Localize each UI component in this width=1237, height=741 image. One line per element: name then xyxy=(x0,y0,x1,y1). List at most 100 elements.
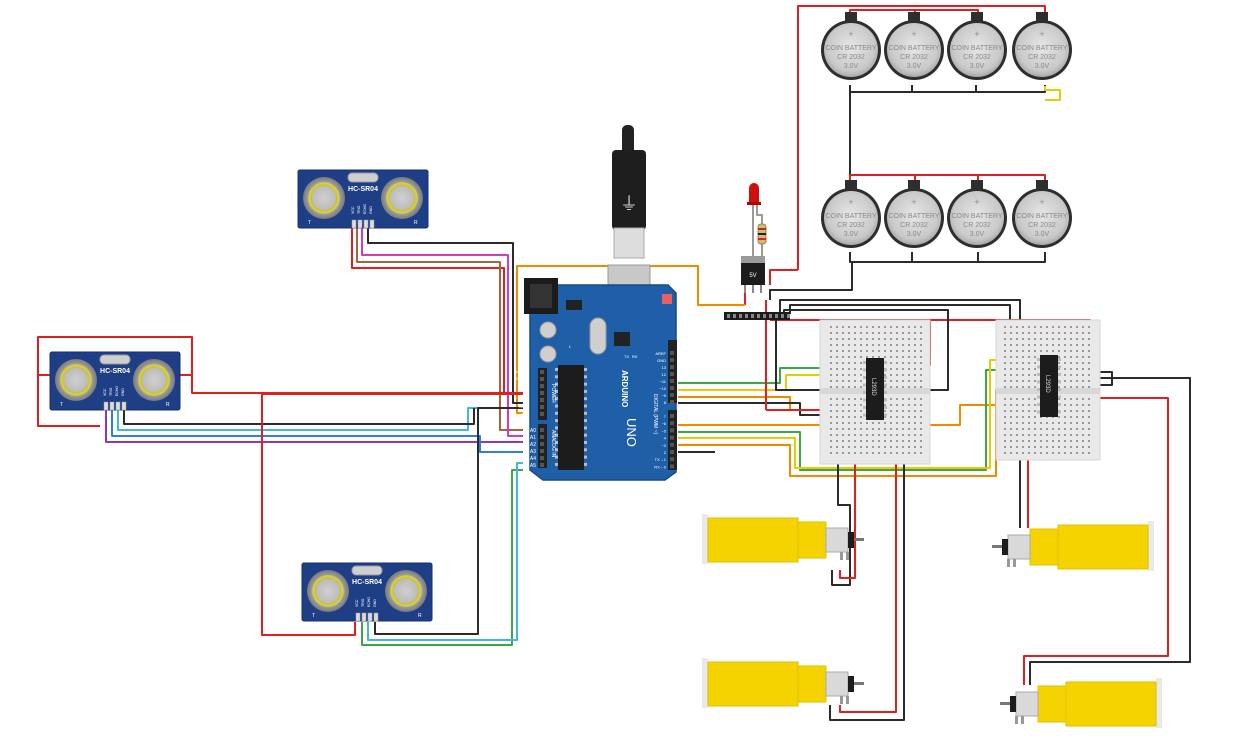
pin-header-strip[interactable] xyxy=(724,312,790,320)
power-pin-label: 3.3V xyxy=(520,383,529,388)
resistor[interactable] xyxy=(757,223,767,245)
dc-motor-4[interactable] xyxy=(1000,678,1162,728)
dc-motor-2[interactable] xyxy=(702,658,864,708)
voltage-regulator[interactable]: 5V xyxy=(741,256,765,293)
digital-pin-label: 7 xyxy=(664,414,667,419)
dc-motor-1[interactable] xyxy=(702,514,864,564)
breadboard-1[interactable] xyxy=(819,319,931,465)
wire-top-sensor-trig[interactable] xyxy=(356,228,523,431)
wire-left-sensor-trig[interactable] xyxy=(105,410,523,443)
wire-left-sensor-gnd[interactable] xyxy=(117,407,523,431)
digital-pin-label: ~10 xyxy=(659,386,667,391)
wire-bottom-sensor-gnd[interactable] xyxy=(374,407,523,635)
digital-pin-label: 13 xyxy=(662,365,667,370)
sensor-pin-label: GND xyxy=(369,206,373,214)
arduino-model: UNO xyxy=(624,418,639,447)
wire-battery-series-bottom[interactable] xyxy=(849,85,1046,93)
wire-bottom-sensor-vcc[interactable] xyxy=(261,393,523,636)
sensor-pin-label: ECHO xyxy=(363,204,367,214)
motor-driver-1[interactable]: L293D xyxy=(863,358,887,420)
dc-motor-3[interactable] xyxy=(992,521,1154,571)
wire-left-sensor-vcc-top[interactable] xyxy=(37,336,193,375)
wire-driver2-black-right[interactable] xyxy=(1090,371,1113,386)
power-label: POWER xyxy=(550,384,556,403)
battery-voltage: 3.0V xyxy=(970,231,985,238)
wire-red-to-regulator[interactable] xyxy=(769,269,798,285)
wire-bank2-series-top[interactable] xyxy=(849,174,1046,182)
battery-type: COIN BATTERY xyxy=(825,213,876,220)
motor-driver-2[interactable]: L293D xyxy=(1037,355,1061,417)
sensor-pin-label: VCC xyxy=(103,388,107,396)
wire-driver1-m2-red[interactable] xyxy=(839,429,897,713)
capacitor-1 xyxy=(539,321,557,339)
battery-type: COIN BATTERY xyxy=(951,213,1002,220)
arduino-uno[interactable]: ⏚ IOREFRESET3.3V5VGNDGNDVinA0A1A2A3A4A5A… xyxy=(515,125,677,481)
wire-d11-green[interactable] xyxy=(678,367,838,384)
red-led[interactable] xyxy=(747,183,761,205)
battery-voltage: 3.0V xyxy=(844,63,859,70)
crystal xyxy=(589,317,607,355)
wire-driver1-black[interactable] xyxy=(775,314,830,391)
battery-type: COIN BATTERY xyxy=(1016,213,1067,220)
reset-button[interactable] xyxy=(662,294,672,304)
battery-model: CR 2032 xyxy=(1028,54,1056,61)
wire-d6-orange[interactable] xyxy=(678,404,995,426)
wire-left-sensor-gnd2[interactable] xyxy=(123,408,475,425)
sensor-model: HC-SR04 xyxy=(100,368,130,375)
battery-model: CR 2032 xyxy=(837,222,865,229)
sensor-t-label: T xyxy=(60,402,63,408)
wire-d4-yellow[interactable] xyxy=(678,359,1020,469)
sensor-t-label: T xyxy=(312,613,315,619)
power-pin-label: GND xyxy=(519,397,528,402)
driver-1-label: L293D xyxy=(870,378,876,396)
digital-pin-label: 8 xyxy=(664,400,667,405)
digital-pin-label: TX→1 xyxy=(655,457,667,462)
digital-pin-label: ~6 xyxy=(661,421,666,426)
battery-plus: + xyxy=(1039,29,1044,39)
power-pin-label: Vin xyxy=(522,411,528,416)
wire-top-sensor-echo[interactable] xyxy=(361,228,523,437)
digital-pin-label: ~5 xyxy=(661,428,666,433)
battery-plus: + xyxy=(974,197,979,207)
wire-header-black-3[interactable] xyxy=(783,309,949,391)
transducer-right xyxy=(133,359,175,401)
sensor-pin-label: GND xyxy=(121,388,125,396)
sensor-r-label: R xyxy=(414,220,418,226)
battery-type: COIN BATTERY xyxy=(951,45,1002,52)
wire-left-sensor-echo[interactable] xyxy=(111,410,523,453)
transducer-left xyxy=(307,570,349,612)
wire-bottom-sensor-trig[interactable] xyxy=(361,469,523,646)
wire-black-gnd-top[interactable] xyxy=(367,228,523,404)
wire-led-to-resistor[interactable] xyxy=(756,205,763,225)
analog-pin-label: A3 xyxy=(530,449,536,455)
sensor-pin-label: TRIG xyxy=(361,598,365,607)
wire-driver2-m4-red[interactable] xyxy=(1023,397,1169,685)
wire-driver2-m4-black[interactable] xyxy=(1029,377,1191,685)
digital-pin-label: AREF xyxy=(655,351,666,356)
wire-battery-red-top[interactable] xyxy=(797,5,1046,270)
usb-icon: ⏚ xyxy=(620,194,638,214)
wire-battery-yellow[interactable] xyxy=(1044,86,1061,101)
analog-pin-label: A5 xyxy=(530,463,536,469)
battery-plus: + xyxy=(1039,197,1044,207)
wire-top-sensor-vcc[interactable] xyxy=(351,228,523,394)
transducer-right xyxy=(381,177,423,219)
battery-voltage: 3.0V xyxy=(1035,231,1050,238)
wire-bank2-bottom[interactable] xyxy=(849,252,1046,263)
wire-bank-to-regulator[interactable] xyxy=(769,262,853,300)
regulator-label: 5V xyxy=(749,273,756,279)
wire-bottom-sensor-echo[interactable] xyxy=(367,462,523,641)
battery-plus: + xyxy=(848,197,853,207)
sensor-pin-label: TRIG xyxy=(109,387,113,396)
